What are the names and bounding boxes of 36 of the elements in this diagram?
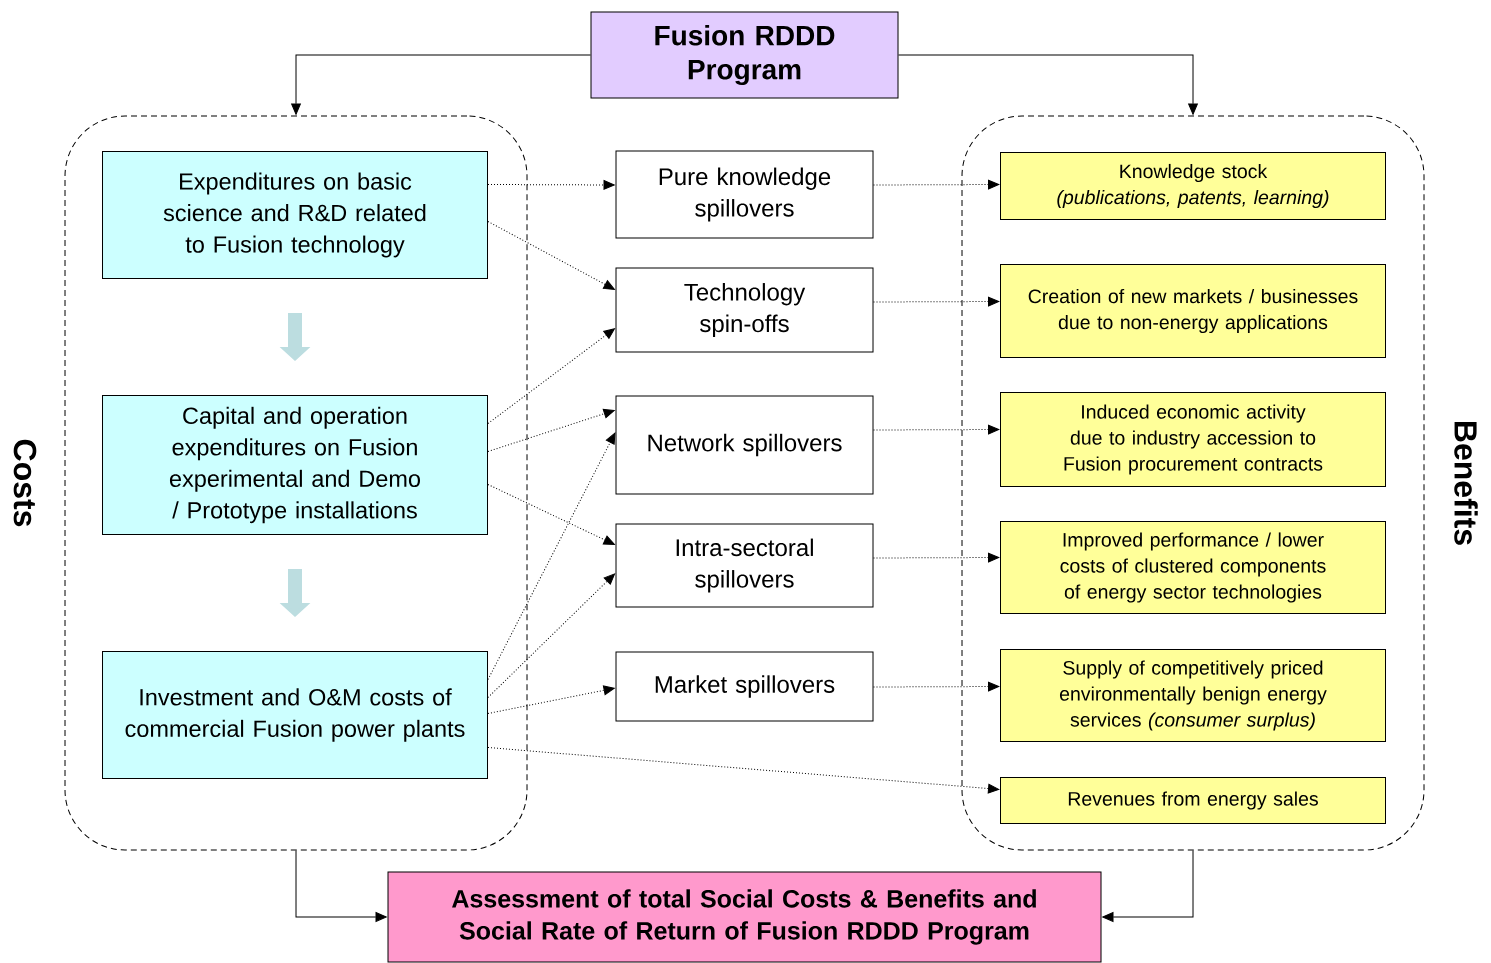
dotted-arrow	[487, 180, 615, 190]
benefit-box: Supply of competitively priced environmentally benign energy services (consumer surplus)	[1000, 649, 1386, 742]
dotted-arrow	[487, 432, 616, 680]
benefit-box: Creation of new markets / businesses due to non-energy applications	[1000, 264, 1386, 358]
dotted-arrow	[873, 296, 1000, 307]
spillover-box: Intra-sectoral spillovers	[615, 523, 874, 608]
dotted-arrow	[487, 484, 615, 545]
dotted-arrow	[873, 681, 1000, 692]
cost-box: Investment and O&M costs of commercial Fusion power plants	[102, 651, 488, 779]
assessment-box: Assessment of total Social Costs & Benefits and Social Rate of Return of Fusion RDDD Program	[387, 871, 1102, 963]
benefit-box: Knowledge stock (publications, patents, learning)	[1000, 152, 1386, 220]
benefit-box: Improved performance / lower costs of clustered components of energy sector technologies	[1000, 521, 1386, 614]
cost-box: Expenditures on basic science and R&D related to Fusion technology	[102, 151, 488, 279]
dotted-arrow	[487, 747, 1000, 794]
dotted-arrow	[873, 552, 1000, 563]
dotted-arrow	[873, 424, 1000, 435]
program-box: Fusion RDDD Program	[590, 11, 899, 99]
node-label: Costs	[13, 439, 37, 527]
dotted-arrow	[873, 179, 1000, 190]
dotted-arrow	[487, 221, 615, 290]
cost-box: Capital and operation expenditures on Fusion experimental and Demo / Prototype installations	[102, 395, 488, 535]
arrow	[898, 54, 1198, 115]
dotted-arrow	[487, 685, 615, 714]
spillover-box: Pure knowledge spillovers	[615, 150, 874, 239]
spillover-box: Technology spin-offs	[615, 267, 874, 353]
spillover-box: Market spillovers	[615, 651, 874, 722]
benefit-box: Revenues from energy sales	[1000, 777, 1386, 824]
dotted-arrow	[487, 408, 615, 452]
dotted-arrow	[487, 328, 615, 424]
node-label: Benefits	[1454, 422, 1478, 545]
spillover-box: Network spillovers	[615, 395, 874, 495]
arrow	[295, 850, 387, 922]
arrow	[1102, 850, 1194, 922]
dotted-arrow	[487, 573, 616, 698]
arrow	[291, 54, 591, 115]
benefit-box: Induced economic activity due to industry accession to Fusion procurement contracts	[1000, 392, 1386, 487]
